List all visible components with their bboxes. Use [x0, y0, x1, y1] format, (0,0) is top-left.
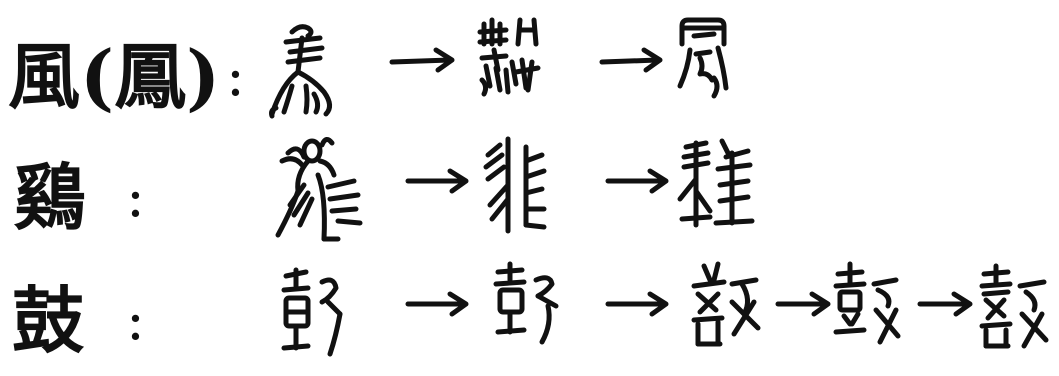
oracle-bone-drum-a-glyph — [278, 258, 358, 368]
row-label-ji: 鷄 — [14, 153, 86, 243]
seal-drum-c-glyph — [688, 258, 768, 358]
arrow-right-icon — [774, 290, 834, 320]
arrow-right-icon — [604, 290, 674, 320]
row-separator: : — [126, 276, 145, 366]
seal-ji-glyph — [676, 135, 756, 235]
bronze-drum-b-glyph — [492, 258, 572, 358]
row-separator: : — [226, 32, 245, 122]
row-label-gu: 鼓 — [12, 276, 84, 366]
oracle-bone-chicken-b-glyph — [482, 135, 552, 235]
arrow-right-icon — [916, 290, 976, 320]
oracle-bone-phoenix-a-glyph — [262, 14, 352, 124]
arrow-right-icon — [598, 46, 668, 76]
evolution-row-gu: 鼓 : — [0, 258, 1059, 368]
arrow-right-icon — [388, 46, 458, 76]
oracle-bone-phoenix-b-glyph — [476, 14, 556, 114]
arrow-right-icon — [404, 290, 474, 320]
arrow-right-icon — [604, 167, 674, 197]
row-label-feng: 風(鳳) — [8, 32, 220, 122]
seal-drum-e-glyph — [976, 258, 1056, 358]
evolution-row-ji: 鷄 : — [0, 135, 1059, 245]
arrow-right-icon — [404, 167, 474, 197]
seal-feng-glyph — [674, 14, 734, 104]
oracle-bone-chicken-a-glyph — [268, 135, 378, 255]
row-separator: : — [126, 153, 145, 243]
evolution-row-feng: 風(鳳) : — [0, 14, 1059, 124]
seal-drum-d-glyph — [830, 258, 910, 358]
